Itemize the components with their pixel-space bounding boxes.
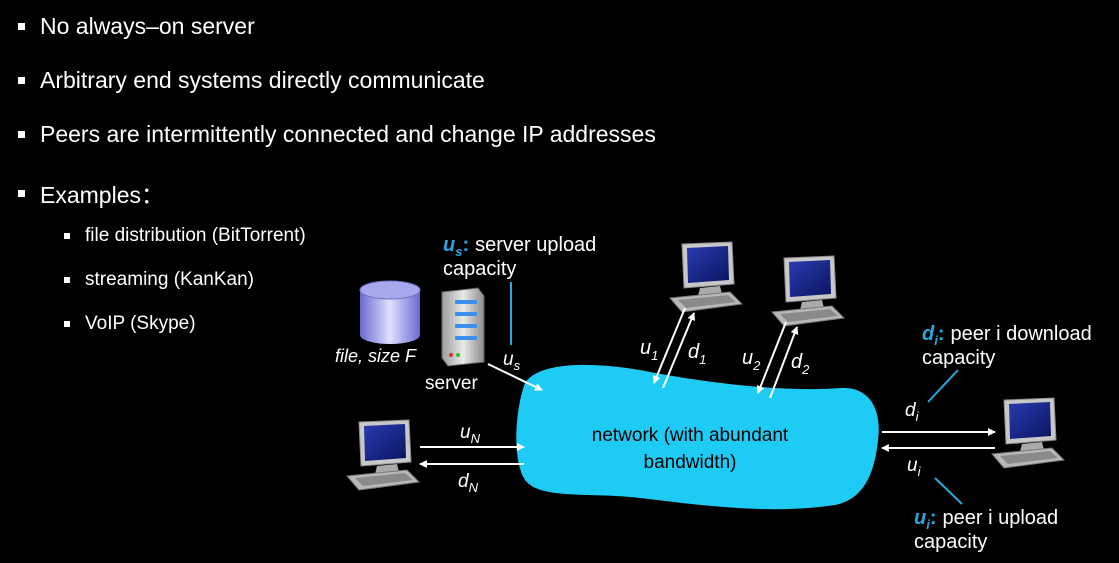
d1-label: d1 xyxy=(688,341,706,367)
u1-label: u1 xyxy=(640,337,658,363)
network-label-line2: bandwidth) xyxy=(644,452,737,473)
di-caption-line2: capacity xyxy=(922,347,995,369)
network-label-line1: network (with abundant xyxy=(592,425,789,446)
uN-label: uN xyxy=(460,422,481,446)
bullet-square-icon xyxy=(64,277,70,283)
bullet-item: Arbitrary end systems directly communica… xyxy=(18,67,485,94)
ui-pointer-line xyxy=(934,477,963,505)
ui-label: ui xyxy=(907,455,922,479)
example-item: streaming (KanKan) xyxy=(64,269,254,291)
file-database-icon xyxy=(359,280,421,344)
example-item: file distribution (BitTorrent) xyxy=(64,225,306,247)
ui-caption-line2: capacity xyxy=(914,531,987,553)
us-caption-line1: us:server upload xyxy=(443,234,596,259)
bullet-text: Peers are intermittently connected and c… xyxy=(40,121,656,147)
example-item: VoIP (Skype) xyxy=(64,313,196,335)
u2-label: u2 xyxy=(742,347,761,373)
bullet-square-icon xyxy=(64,321,70,327)
ui-caption-line1: ui:peer i upload xyxy=(914,507,1058,532)
us-label: us xyxy=(503,349,521,373)
bullet-square-icon xyxy=(18,23,25,30)
bullet-text: Arbitrary end systems directly communica… xyxy=(40,67,485,93)
bullet-square-icon xyxy=(64,233,70,239)
di-caption-line1: di:peer i download xyxy=(922,323,1092,348)
peer-computer-icon xyxy=(346,419,420,491)
peer-computer-icon xyxy=(669,241,743,313)
d2-arrow xyxy=(769,326,799,399)
u2-arrow xyxy=(756,321,787,394)
d1-arrow xyxy=(662,312,696,389)
network-cloud xyxy=(516,364,879,510)
bullet-item: No always–on server xyxy=(18,13,255,40)
example-text: file distribution (BitTorrent) xyxy=(85,225,306,246)
peer-computer-icon xyxy=(991,397,1065,469)
peer-computer-icon xyxy=(771,255,845,327)
bullet-square-icon xyxy=(18,77,25,84)
d2-label: d2 xyxy=(791,351,810,377)
file-label: file, size F xyxy=(335,346,417,366)
bullet-text: No always–on server xyxy=(40,13,255,39)
bullet-item: Peers are intermittently connected and c… xyxy=(18,121,656,148)
dN-label: dN xyxy=(458,471,479,495)
bullet-text: Examples： xyxy=(40,182,164,208)
example-text: VoIP (Skype) xyxy=(85,313,196,334)
bullet-square-icon xyxy=(18,131,25,138)
server-upload-arrow xyxy=(487,363,543,391)
u1-arrow xyxy=(652,307,686,384)
example-text: streaming (KanKan) xyxy=(85,269,254,290)
bullet-square-icon xyxy=(18,189,25,197)
server-label: server xyxy=(425,373,478,394)
di-label: di xyxy=(905,400,920,424)
us-caption-line2: capacity xyxy=(443,258,516,280)
bullet-item: Examples： xyxy=(18,176,164,210)
server-icon xyxy=(441,287,485,367)
di-pointer-line xyxy=(927,369,959,403)
